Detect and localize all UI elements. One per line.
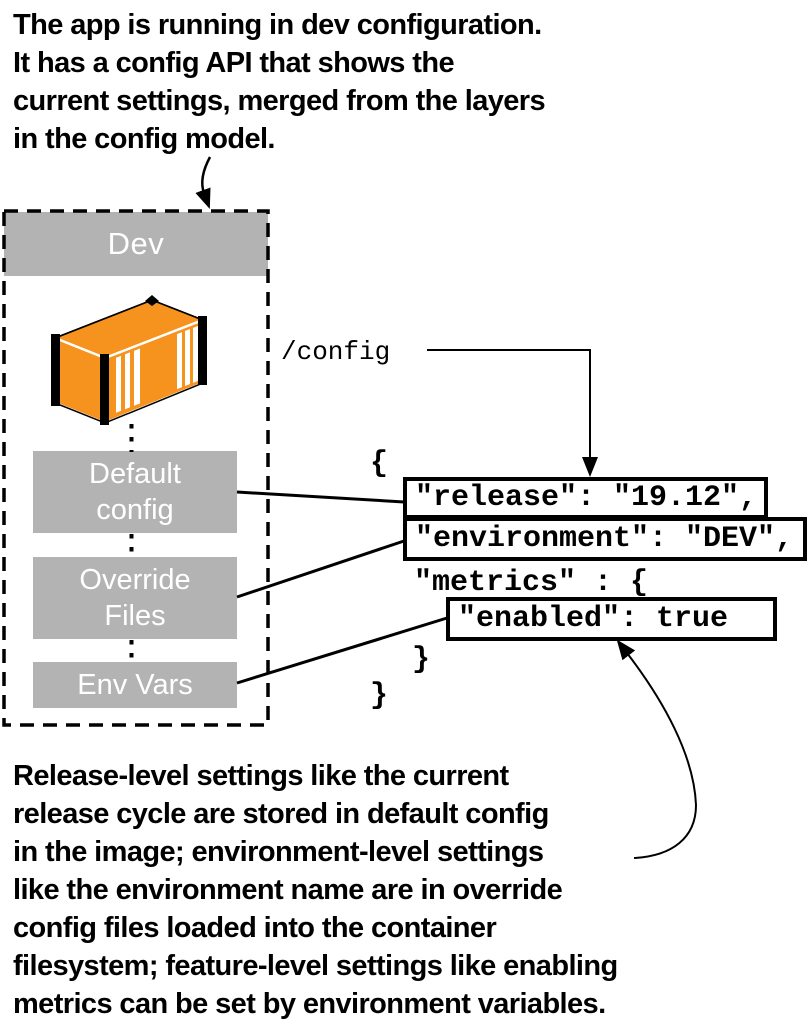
container-icon bbox=[51, 295, 207, 425]
config-metrics-close-brace: } bbox=[412, 643, 431, 677]
dev-environment-header: Dev bbox=[4, 212, 268, 276]
connector-override-files-to-environment bbox=[236, 539, 405, 599]
config-json-close-brace: } bbox=[370, 679, 389, 713]
config-endpoint-arrow bbox=[427, 349, 598, 477]
layer-default-config-label: Default config bbox=[89, 458, 181, 526]
config-endpoint-label: /config bbox=[281, 337, 391, 367]
config-enabled-line-box: "enabled": true bbox=[446, 597, 777, 641]
layer-override-files: Override Files bbox=[33, 557, 237, 639]
top-annotation-arrow bbox=[195, 156, 212, 209]
connector-default-config-to-release bbox=[236, 490, 405, 504]
bottom-annotation-text: Release-level settings like the current … bbox=[13, 760, 618, 1020]
config-release-line-box: "release": "19.12", bbox=[403, 477, 768, 519]
container-center-post bbox=[100, 354, 109, 425]
config-release-line: "release": "19.12", bbox=[415, 481, 758, 515]
dev-environment-title: Dev bbox=[107, 226, 165, 261]
config-json-open-brace: { bbox=[370, 447, 389, 481]
config-environment-line: "environment": "DEV", bbox=[415, 522, 794, 556]
config-environment-line-box: "environment": "DEV", bbox=[403, 517, 807, 561]
layer-default-config: Default config bbox=[33, 451, 237, 533]
layer-env-vars: Env Vars bbox=[33, 662, 237, 708]
layer-env-vars-label: Env Vars bbox=[77, 669, 193, 701]
layer-override-files-label: Override Files bbox=[79, 564, 191, 632]
top-annotation-text: The app is running in dev configuration.… bbox=[13, 9, 546, 155]
config-enabled-line: "enabled": true bbox=[458, 602, 729, 636]
config-metrics-open-line: "metrics" : { bbox=[414, 566, 649, 600]
